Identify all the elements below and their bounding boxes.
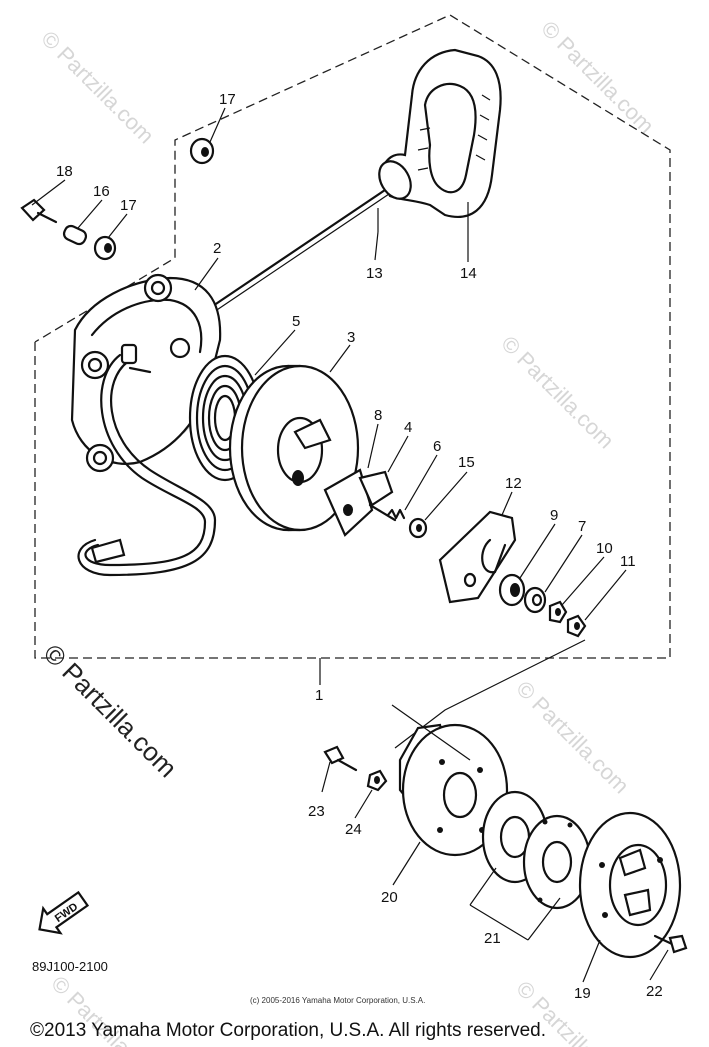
- callout-2: 2: [213, 240, 221, 257]
- starter-handle: [378, 48, 502, 218]
- watermark-text: © Partzilla.com: [496, 331, 619, 454]
- watermark-text: © Partzilla.com: [511, 676, 634, 799]
- callout-10: 10: [596, 540, 613, 557]
- cup-bolt: [653, 934, 688, 954]
- partzilla-watermark: © Partzilla.com: [38, 638, 183, 783]
- bolt-and-collar: [20, 137, 215, 261]
- callout-3: 3: [347, 329, 355, 346]
- small-copyright: (c) 2005-2016 Yamaha Motor Corporation, …: [250, 996, 425, 1005]
- callout-1: 1: [315, 687, 323, 704]
- callout-20: 20: [381, 889, 398, 906]
- watermark-text: © Partzilla.com: [536, 16, 659, 139]
- callout-14: 14: [460, 265, 477, 282]
- callout-19: 19: [574, 985, 591, 1002]
- callout-9: 9: [550, 507, 558, 524]
- drive-plate: [398, 723, 509, 857]
- callout-21: 21: [484, 930, 501, 947]
- ratchet-pawl: [323, 468, 397, 537]
- footer-copyright: ©2013 Yamaha Motor Corporation, U.S.A. A…: [30, 1020, 546, 1041]
- callout-labels: 17 18 16 17 2 5 3 8 4 6 15 12 9 7 10 11 …: [56, 91, 663, 1002]
- callout-11: 11: [620, 553, 636, 570]
- starter-rope: [193, 188, 390, 323]
- leader: [394, 639, 586, 749]
- plate-bolt-and-nut: [323, 745, 388, 792]
- friction-discs: [481, 790, 592, 910]
- callout-23: 23: [308, 803, 325, 820]
- pawl-spring: [386, 508, 428, 539]
- callout-12: 12: [505, 475, 522, 492]
- starter-cup: [578, 811, 682, 959]
- callout-22: 22: [646, 983, 663, 1000]
- callout-7: 7: [578, 518, 586, 535]
- callout-4: 4: [404, 419, 412, 436]
- callout-16: 16: [93, 183, 110, 200]
- callout-17-top: 17: [219, 91, 236, 108]
- callout-15: 15: [458, 454, 475, 471]
- callout-5: 5: [292, 313, 300, 330]
- callout-6: 6: [433, 438, 441, 455]
- callout-17-left: 17: [120, 197, 137, 214]
- callout-18: 18: [56, 163, 73, 180]
- drawing-code: 89J100-2100: [32, 959, 108, 974]
- callout-13: 13: [366, 265, 383, 282]
- starter-case: [70, 273, 222, 577]
- watermark-text: © Partzilla.com: [36, 26, 159, 149]
- forward-direction-badge: FWD: [38, 890, 90, 935]
- leader-lines: [31, 107, 669, 983]
- assembly-boundary: [34, 14, 671, 659]
- washers-and-nut: [498, 573, 587, 638]
- callout-8: 8: [374, 407, 382, 424]
- pawl-guide-plate: [438, 510, 517, 604]
- callout-24: 24: [345, 821, 362, 838]
